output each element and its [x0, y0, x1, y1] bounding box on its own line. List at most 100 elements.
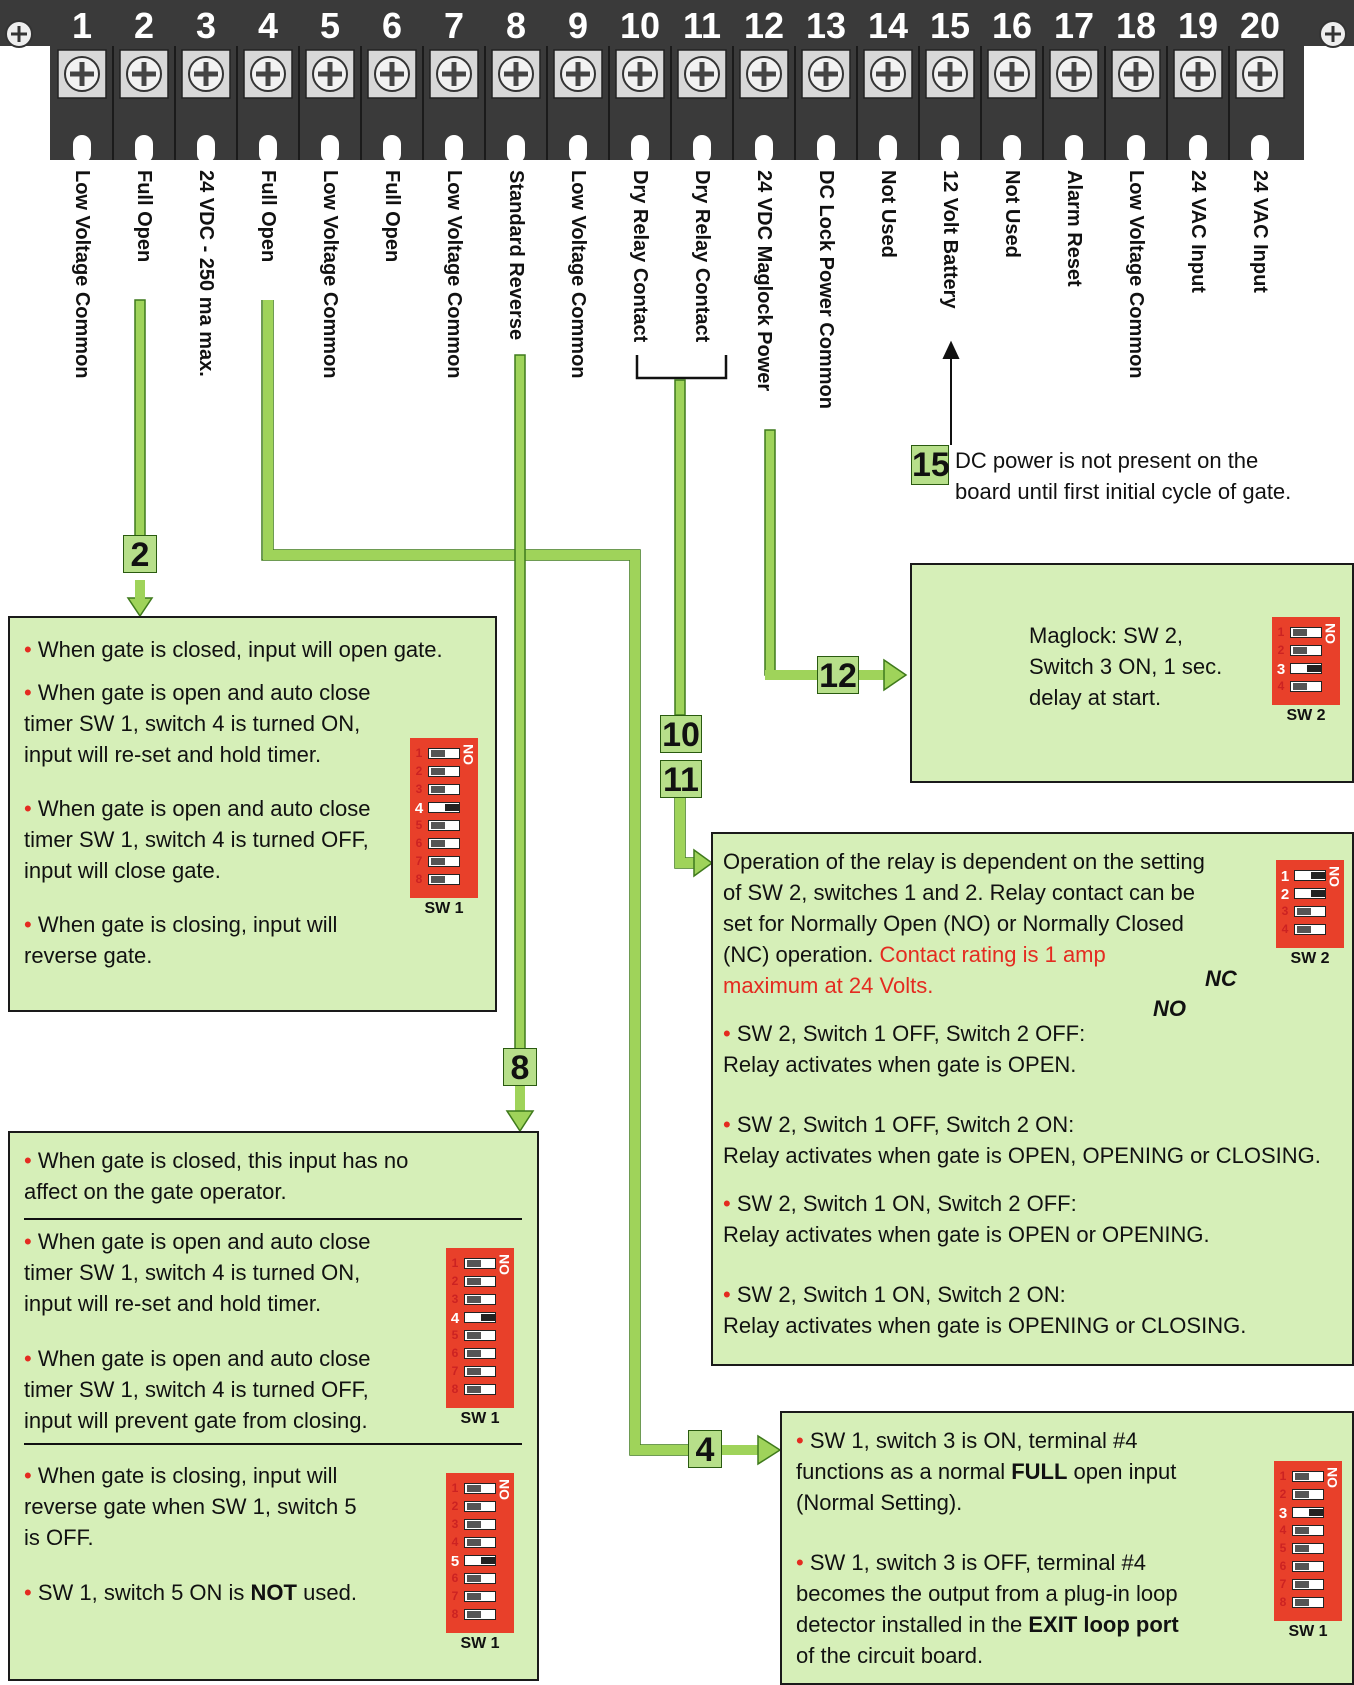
screw-slot	[318, 62, 342, 86]
dip-toggle-off[interactable]	[428, 874, 460, 885]
dip-toggle-knob	[467, 1575, 481, 1582]
wire-entry-slot	[321, 135, 339, 163]
dip-toggle-on[interactable]	[1292, 1507, 1324, 1518]
dip-toggle-knob	[1293, 647, 1307, 654]
dip-toggle-off[interactable]	[1292, 1525, 1324, 1536]
dip-toggle-off[interactable]	[1292, 1471, 1324, 1482]
dip-switch-number: 5	[415, 818, 423, 832]
dip-toggle-off[interactable]	[1292, 1579, 1324, 1590]
battery-note-line-1: DC power is not present on the	[955, 448, 1259, 473]
no-label: NO	[1153, 996, 1186, 1021]
dip-toggle-off[interactable]	[1292, 1597, 1324, 1608]
dip-toggle-knob	[1297, 926, 1311, 933]
terminal-number: 4	[258, 5, 278, 46]
dip-toggle-knob	[481, 1314, 495, 1321]
dip-toggle-on[interactable]	[1290, 663, 1322, 674]
dip-toggle-knob	[1311, 890, 1325, 897]
dip-toggle-off[interactable]	[464, 1348, 496, 1359]
dip-toggle-on[interactable]	[428, 802, 460, 813]
dip-toggle-off[interactable]	[464, 1330, 496, 1341]
dip-toggle-on[interactable]	[464, 1312, 496, 1323]
maglock-line-3: delay at start.	[1029, 685, 1162, 710]
dip-switch-number: 8	[451, 1382, 459, 1396]
dip-toggle-knob	[467, 1296, 481, 1303]
dip-toggle-off[interactable]	[464, 1501, 496, 1512]
terminal-4-on-line-3: (Normal Setting).	[796, 1490, 963, 1515]
terminal-label-16: Not Used	[1001, 170, 1023, 258]
dip-switch-caption: SW 1	[1288, 1623, 1328, 1640]
dip-toggle-off[interactable]	[1292, 1489, 1324, 1500]
dip-toggle-on[interactable]	[1294, 888, 1326, 899]
dip-toggle-off[interactable]	[1290, 627, 1322, 638]
dip-toggle-off[interactable]	[464, 1519, 496, 1530]
terminal-5: 5	[298, 5, 355, 163]
dip-toggle-knob	[1307, 665, 1321, 672]
dip-toggle-off[interactable]	[464, 1366, 496, 1377]
dip-toggle-off[interactable]	[464, 1384, 496, 1395]
wire-entry-slot	[941, 135, 959, 163]
dip-toggle-off[interactable]	[464, 1573, 496, 1584]
dip-toggle-knob	[431, 750, 445, 757]
dip-switch-caption: SW 2	[1290, 950, 1330, 967]
dip-toggle-knob	[467, 1593, 481, 1600]
dip-toggle-off[interactable]	[1292, 1561, 1324, 1572]
terminal-12: 12	[732, 5, 789, 163]
wire-entry-slot	[197, 135, 215, 163]
relay-text: Operation of the relay is dependent on t…	[723, 846, 1348, 1341]
wire-4-arrowhead	[757, 1434, 782, 1466]
dip-toggle-knob	[1295, 1581, 1309, 1588]
dip-switch-number: 7	[451, 1364, 459, 1378]
terminal-strip-top-bar	[0, 0, 1354, 46]
relay-setting-1-line-2: Relay activates when gate is OPEN.	[723, 1052, 1077, 1077]
terminal-label-5: Low Voltage Common	[319, 170, 341, 379]
dip-toggle-off[interactable]	[428, 784, 460, 795]
dip-toggle-off[interactable]	[464, 1609, 496, 1620]
dip-toggle-knob	[467, 1521, 481, 1528]
dip-toggle-on[interactable]	[464, 1555, 496, 1566]
standard-reverse-bullet-3-line-2: timer SW 1, switch 4 is turned OFF,	[24, 1377, 369, 1402]
dip-toggle-off[interactable]	[428, 838, 460, 849]
dip-toggle-off[interactable]	[464, 1294, 496, 1305]
relay-info-box: Operation of the relay is dependent on t…	[711, 832, 1354, 1366]
dip-toggle-off[interactable]	[464, 1591, 496, 1602]
terminal-number: 10	[620, 5, 660, 46]
dip-toggle-off[interactable]	[1290, 681, 1322, 692]
dip-toggle-off[interactable]	[464, 1258, 496, 1269]
terminal-number: 9	[568, 5, 588, 46]
screw-slot	[938, 62, 962, 86]
standard-reverse-bullet-1-line-2: affect on the gate operator.	[24, 1179, 287, 1204]
dip-toggle-on[interactable]	[1294, 870, 1326, 881]
dip-switch-number: 4	[1279, 1523, 1287, 1537]
dip-toggle-off[interactable]	[428, 766, 460, 777]
terminal-label-11: Dry Relay Contact	[691, 170, 713, 343]
bullet: •	[24, 637, 32, 662]
dip-toggle-off[interactable]	[1292, 1543, 1324, 1554]
dip-toggle-off[interactable]	[1294, 924, 1326, 935]
dip-toggle-off[interactable]	[1294, 906, 1326, 917]
dip-toggle-off[interactable]	[464, 1537, 496, 1548]
dip-toggle-knob	[1295, 1545, 1309, 1552]
terminal-number: 12	[744, 5, 784, 46]
terminal-4-off-line-1: SW 1, switch 3 is OFF, terminal #4	[809, 1550, 1147, 1575]
dip-toggle-off[interactable]	[464, 1276, 496, 1287]
dip-switch-number: 7	[1279, 1577, 1287, 1591]
terminal-label-1: Low Voltage Common	[71, 170, 93, 379]
battery-note-line-2: board until first initial cycle of gate.	[955, 479, 1292, 504]
dip-toggle-off[interactable]	[428, 856, 460, 867]
dip-switch-number: 2	[1280, 886, 1290, 903]
dip-toggle-off[interactable]	[428, 820, 460, 831]
dip-toggle-off[interactable]	[428, 748, 460, 759]
dip-toggle-off[interactable]	[1290, 645, 1322, 656]
terminal-6: 6	[360, 5, 417, 163]
standard-reverse-bullet-5-pre: SW 1, switch 5 ON is	[37, 1580, 251, 1605]
terminal-label-14: Not Used	[877, 170, 899, 258]
screw-slot	[380, 62, 404, 86]
maglock-text: Maglock: SW 2, Switch 3 ON, 1 sec. delay…	[1029, 620, 1222, 713]
bullet: •	[24, 1580, 32, 1605]
dip-toggle-off[interactable]	[464, 1483, 496, 1494]
relay-setting-3-line-1: SW 2, Switch 1 ON, Switch 2 OFF:	[736, 1191, 1077, 1216]
relay-setting-1-line-1: SW 2, Switch 1 OFF, Switch 2 OFF:	[736, 1021, 1086, 1046]
standard-reverse-bullet-1-line-1: When gate is closed, this input has no	[37, 1148, 409, 1173]
dip-switch-number: 7	[451, 1589, 459, 1603]
